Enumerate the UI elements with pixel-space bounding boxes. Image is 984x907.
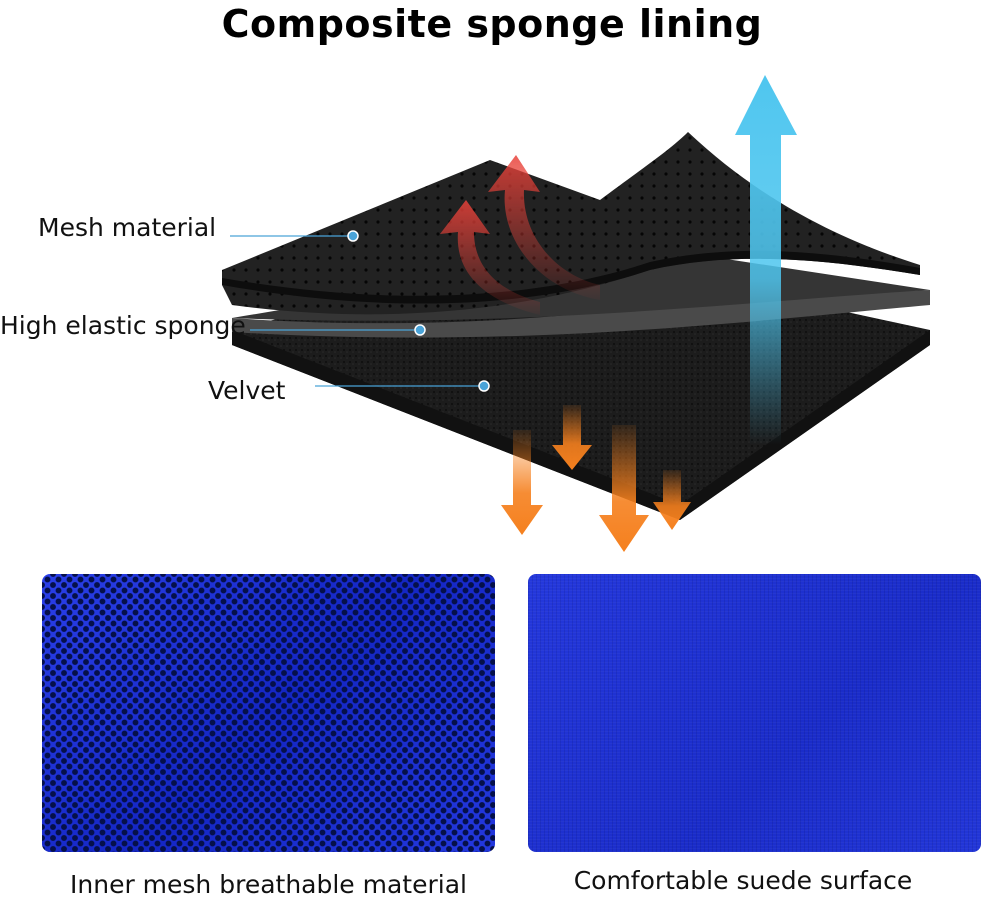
heat-arrows xyxy=(440,155,600,315)
leader-velvet xyxy=(315,380,490,392)
leader-sponge xyxy=(250,324,426,336)
leader-mesh xyxy=(230,230,359,242)
label-velvet: Velvet xyxy=(208,376,286,405)
label-high-elastic-sponge: High elastic sponge xyxy=(0,311,246,340)
page-title: Composite sponge lining xyxy=(221,2,763,46)
air-arrow xyxy=(735,75,797,445)
suede-fabric-swatch xyxy=(528,574,981,852)
mesh-layer xyxy=(222,132,920,315)
caption-inner-mesh: Inner mesh breathable material xyxy=(70,870,467,899)
down-arrows xyxy=(501,405,691,552)
label-mesh-material: Mesh material xyxy=(38,213,217,242)
mesh-fabric-swatch xyxy=(42,574,495,852)
layer-illustration xyxy=(222,75,930,552)
caption-suede-surface: Comfortable suede surface xyxy=(573,866,913,895)
